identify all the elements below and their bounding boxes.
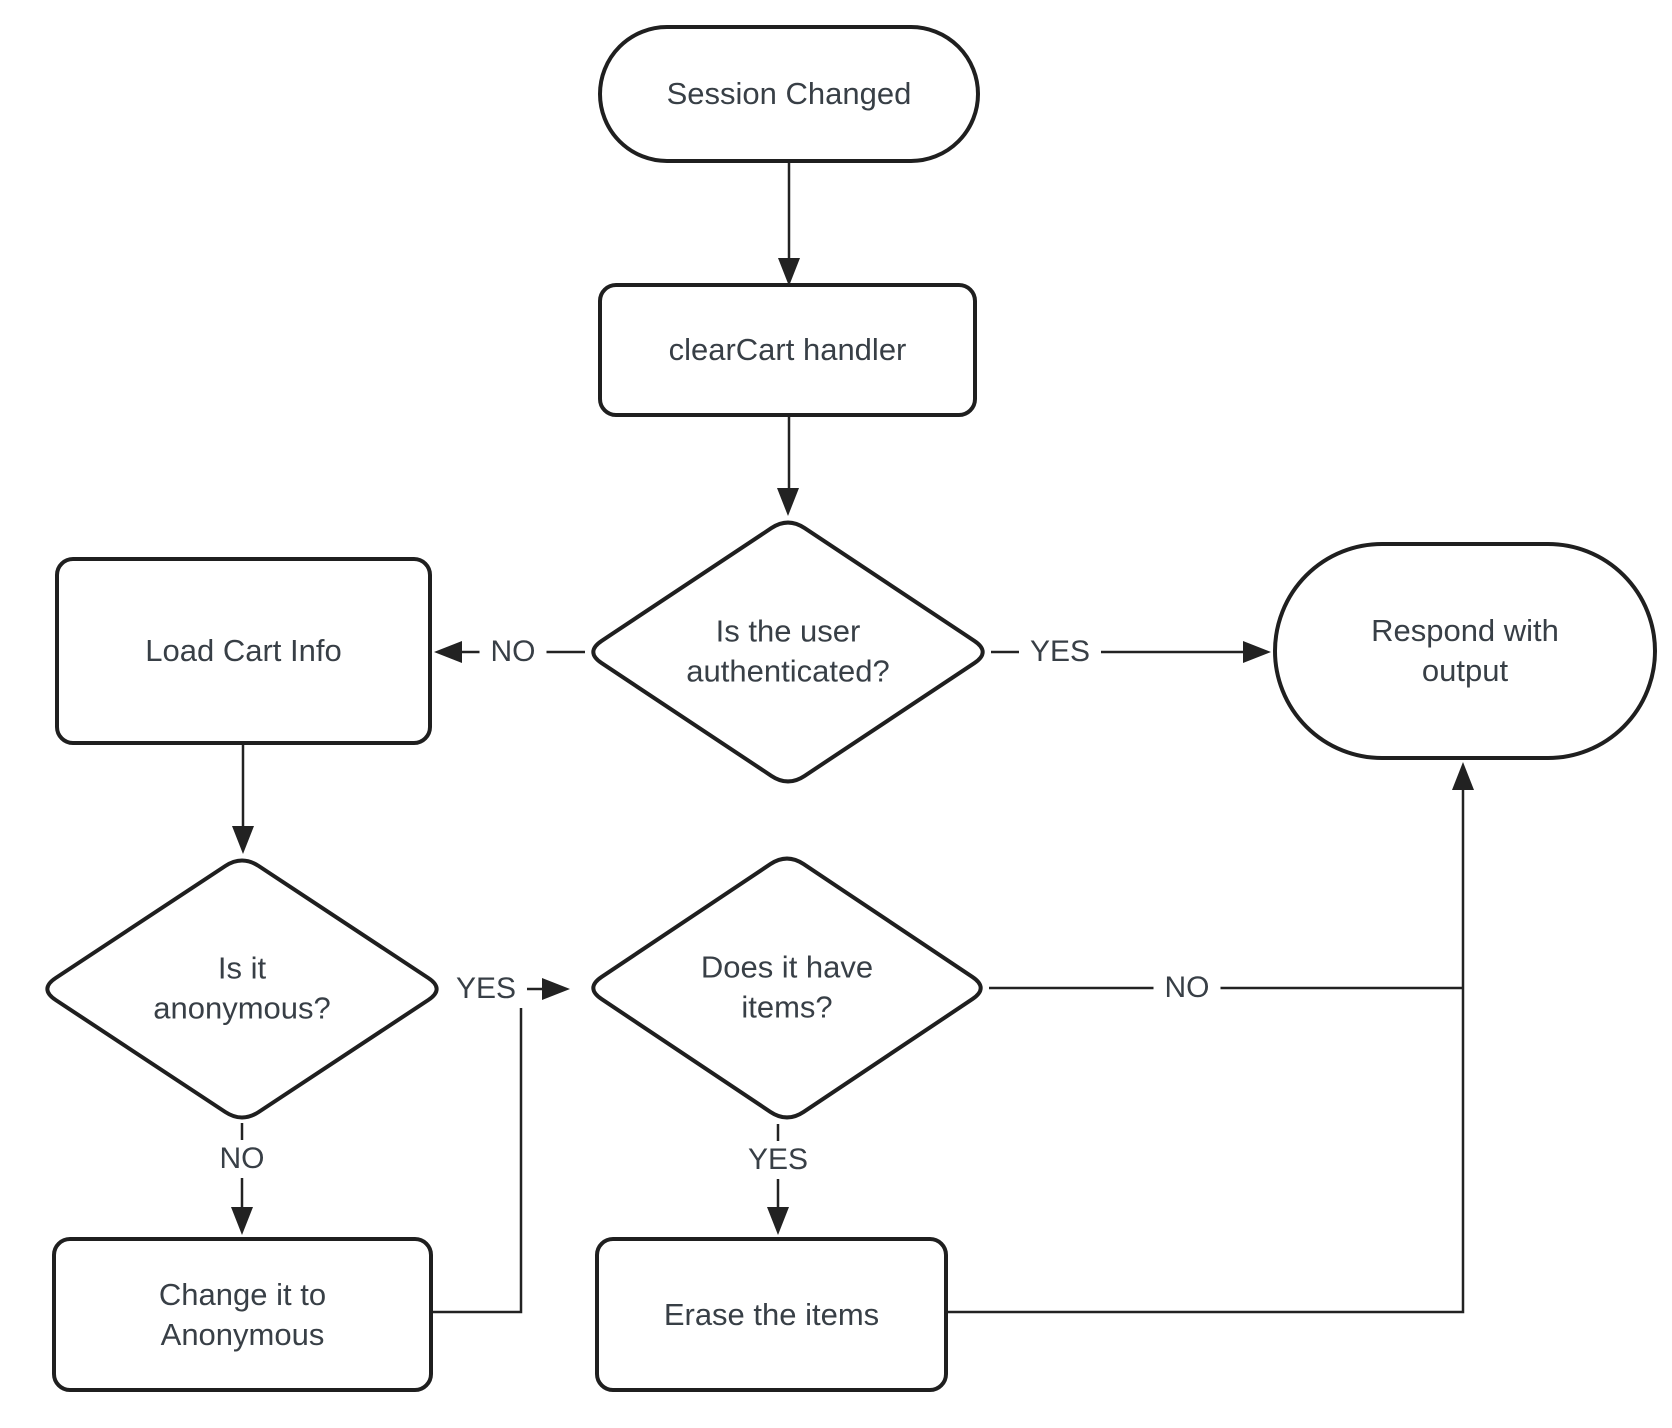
arrowhead-into-load-cart — [434, 641, 462, 663]
edge-label-items-no: NO — [1153, 969, 1221, 1007]
node-erase-items-label: Erase the items — [663, 1296, 880, 1332]
node-load-cart-info-label: Load Cart Info — [145, 633, 342, 669]
edge-label-items-yes: YES — [736, 1141, 820, 1179]
diamond-items-check-label: Does it have items? — [700, 949, 874, 1024]
edge-label-auth-yes: YES — [1018, 633, 1102, 671]
arrowhead-into-handler — [778, 258, 800, 286]
node-change-to-anonymous: Change it to Anonymous — [52, 1237, 433, 1392]
arrowhead-into-respond-bottom — [1452, 762, 1474, 790]
node-session-changed: Session Changed — [598, 25, 980, 163]
diamond-anon-check-label: Is it anonymous? — [153, 950, 331, 1025]
diamond-anon-check — [45, 858, 439, 1120]
edge-label-auth-no: NO — [479, 633, 547, 671]
node-change-to-anonymous-label: Change it to Anonymous — [158, 1276, 327, 1352]
edge-label-anon-yes: YES — [444, 970, 528, 1008]
edge-label-anon-no: NO — [208, 1140, 276, 1178]
node-session-changed-label: Session Changed — [666, 76, 912, 112]
edge-erase-to-respond — [948, 790, 1465, 1314]
node-erase-items: Erase the items — [595, 1237, 948, 1392]
diamond-auth-check — [591, 520, 985, 784]
arrowhead-into-erase — [767, 1207, 789, 1235]
diamond-auth-check-label: Is the user authenticated? — [686, 613, 890, 688]
arrowhead-into-auth-check — [777, 488, 799, 516]
node-clearcart-handler: clearCart handler — [598, 283, 977, 417]
arrowhead-into-items-check — [542, 978, 570, 1000]
arrowhead-into-anon-check — [232, 826, 254, 854]
edge-change-to-items-check — [433, 991, 523, 1314]
diamond-items-check — [591, 856, 983, 1120]
arrowhead-into-change — [231, 1207, 253, 1235]
arrowhead-into-respond-left — [1243, 641, 1271, 663]
node-clearcart-handler-label: clearCart handler — [668, 332, 907, 368]
node-respond-with-output-label: Respond with output — [1371, 613, 1559, 688]
node-respond-with-output: Respond with output — [1273, 542, 1657, 760]
node-load-cart-info: Load Cart Info — [55, 557, 432, 745]
